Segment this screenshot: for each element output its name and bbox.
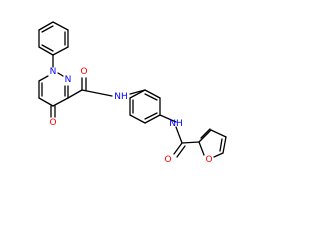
- bond-furan-5: [198, 141, 205, 156]
- atom-n1: N: [50, 67, 57, 77]
- bond-benz-4: [129, 114, 146, 124]
- atom-nh2: NH: [169, 119, 183, 129]
- bond-c3-camide: [67, 89, 83, 99]
- bond-furan-3d: [219, 138, 223, 152]
- bonds: [38, 21, 227, 158]
- bond-nh2-c: [175, 126, 183, 144]
- bond-phenyl-2: [52, 21, 69, 31]
- bond-benz-6: [129, 89, 146, 99]
- bond-c5-c4: [38, 97, 54, 107]
- atom-o-amide1: O: [80, 67, 87, 77]
- bond-c-o2-d: [176, 145, 186, 158]
- bond-benz-1: [144, 89, 161, 99]
- bond-n2-n1: [57, 72, 64, 77]
- atom-n2: N: [65, 75, 72, 85]
- bond-c4-c3: [52, 97, 69, 107]
- atom-o-furan: O: [205, 155, 212, 165]
- bond-camide-nh: [81, 89, 113, 97]
- bond-phenyl-4: [52, 46, 69, 56]
- bond-phenyl-d3: [41, 44, 54, 52]
- molecule-diagram: N N O O NH NH O O: [38, 21, 227, 165]
- bond-furan-3: [222, 136, 227, 154]
- atom-labels: N N O O NH NH O O: [49, 67, 212, 165]
- bond-benz-d2: [144, 112, 158, 120]
- bond-benz-d1: [144, 93, 158, 101]
- bond-phenyl-5: [38, 46, 54, 56]
- bond-furan-2: [210, 129, 227, 138]
- bond-c-o2: [173, 142, 183, 155]
- bond-c-furan: [181, 141, 200, 144]
- bond-furan-1d: [200, 128, 211, 139]
- atom-nh1: NH: [114, 92, 128, 102]
- atom-o-keto: O: [49, 118, 56, 128]
- bond-furan-1: [198, 129, 212, 143]
- bond-phenyl-d1: [41, 25, 54, 33]
- bond-benzene-nh2: [159, 114, 177, 123]
- bond-n1-c6: [38, 75, 49, 82]
- atom-o-amide2: O: [164, 155, 171, 165]
- bond-benz-3: [144, 114, 161, 124]
- bond-furan-4: [213, 152, 224, 158]
- bond-phenyl-1: [38, 21, 54, 31]
